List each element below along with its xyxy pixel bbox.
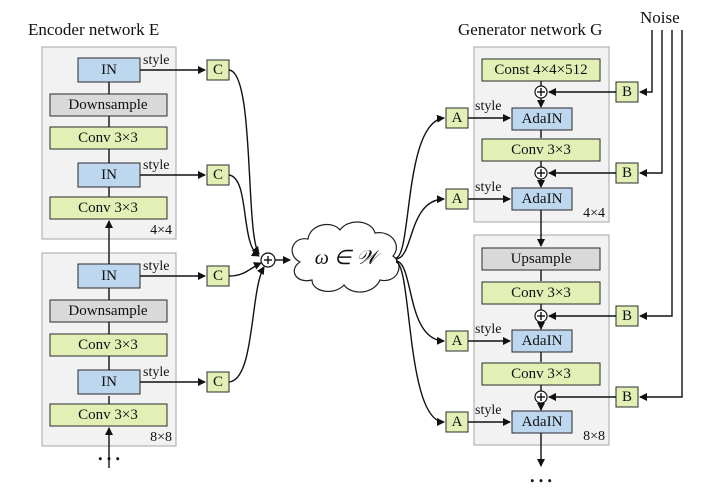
enc2-in1-label: IN: [101, 268, 117, 284]
c-label-4: C: [213, 374, 223, 390]
a-label-3: A: [452, 333, 463, 349]
enc2-in2-box: [77, 369, 141, 395]
enc2-in2-label: IN: [101, 374, 117, 390]
gen1-conv-label: Conv 3×3: [511, 142, 571, 158]
enc1-resolution: 4×4: [150, 223, 172, 238]
enc-style-label-3: style: [143, 259, 169, 274]
latent-to-a3: [395, 260, 445, 345]
enc1-conv1-label: Conv 3×3: [78, 130, 138, 146]
enc2-downsample-label: Downsample: [68, 303, 147, 319]
a-label-1: A: [452, 110, 463, 126]
noise-line-4: [639, 30, 683, 401]
noise-line-2: [639, 30, 663, 177]
noise-line-3: [639, 30, 673, 320]
latent-to-a1: [395, 114, 445, 259]
b-label-2: B: [622, 165, 632, 181]
gen2-upsample-label: Upsample: [511, 251, 572, 267]
gen-style-label-2: style: [475, 180, 501, 195]
a-label-2: A: [452, 191, 463, 207]
enc1-conv2-label: Conv 3×3: [78, 200, 138, 216]
c-label-3: C: [213, 268, 223, 284]
latent-to-a2: [395, 195, 445, 260]
c2-to-sum: [228, 174, 260, 257]
generator-title: Generator network G: [458, 20, 602, 39]
latent-to-a4: [395, 261, 445, 426]
enc-style-label-4: style: [143, 365, 169, 380]
c3-to-sum: [228, 262, 262, 277]
encoder-ellipsis: …: [96, 437, 122, 466]
gen1-adain2-box: [511, 187, 573, 211]
enc1-in1-label: IN: [101, 62, 117, 78]
enc1-downsample-label: Downsample: [68, 97, 147, 113]
enc-style-label-1: style: [143, 53, 169, 68]
c1-to-sum: [228, 69, 260, 255]
b-label-1: B: [622, 84, 632, 100]
gen2-conv2-label: Conv 3×3: [511, 366, 571, 382]
generator-ellipsis: …: [528, 459, 554, 488]
latent-cloud: [291, 221, 400, 293]
gen2-adain1-label: AdaIN: [522, 333, 563, 349]
enc1-in2-label: IN: [101, 167, 117, 183]
gen2-resolution: 8×8: [583, 429, 605, 444]
gen1-adain2-label: AdaIN: [522, 191, 563, 207]
gen1-const-label: Const 4×4×512: [494, 62, 587, 78]
gen1-adain1-label: AdaIN: [522, 111, 563, 127]
noise-line-1: [639, 30, 653, 96]
enc2-resolution: 8×8: [150, 430, 172, 445]
latent-label: ω ∈ 𝒲: [315, 247, 383, 269]
gen2-adain1-box: [511, 329, 573, 353]
c-label-2: C: [213, 167, 223, 183]
gen1-adain1-box: [511, 107, 573, 131]
enc-style-label-2: style: [143, 158, 169, 173]
b-label-4: B: [622, 389, 632, 405]
gen1-resolution: 4×4: [583, 206, 605, 221]
encoder-title: Encoder network E: [28, 20, 159, 39]
gen-style-label-3: style: [475, 322, 501, 337]
c-label-1: C: [213, 62, 223, 78]
gen2-conv1-label: Conv 3×3: [511, 285, 571, 301]
b-label-3: B: [622, 308, 632, 324]
gen2-adain2-box: [511, 410, 573, 434]
a-label-4: A: [452, 414, 463, 430]
gen-style-label-4: style: [475, 403, 501, 418]
enc2-conv1-label: Conv 3×3: [78, 337, 138, 353]
gen-style-label-1: style: [475, 99, 501, 114]
enc2-conv2-label: Conv 3×3: [78, 407, 138, 423]
noise-label: Noise: [640, 8, 680, 27]
c4-to-sum: [228, 266, 265, 383]
gen2-adain2-label: AdaIN: [522, 414, 563, 430]
